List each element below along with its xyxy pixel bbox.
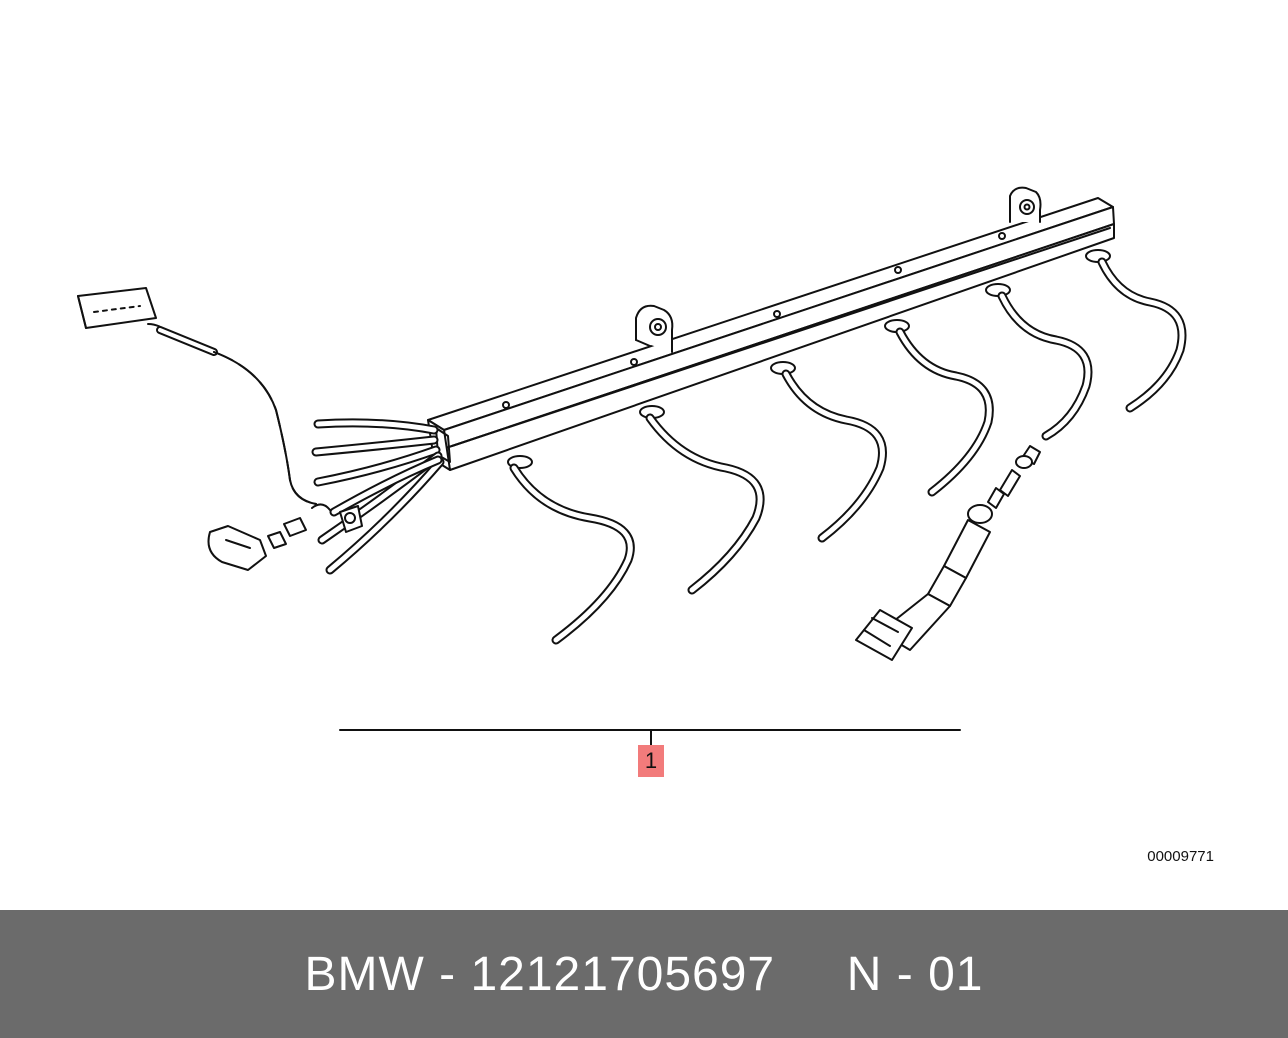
part-callout-badge[interactable]: 1 [638,745,664,777]
ignition-lead-5 [985,283,1093,441]
callout-leader [339,729,961,747]
angled-connector [207,503,363,571]
ignition-lead-6 [1085,249,1187,413]
sensor-plug [77,287,317,505]
drawing-number: 00009771 [1147,848,1214,865]
footer-bar: BMW - 12121705697 N - 01 [0,910,1288,1038]
harness-rail [427,197,1115,471]
ignition-lead-2 [639,405,765,595]
spark-plug-connector [855,445,1041,661]
ignition-lead-4 [884,319,994,497]
wiring-harness-diagram [77,186,1187,747]
ignition-lead-1 [507,455,635,645]
ignition-lead-3 [770,361,887,543]
footer-part-label: BMW - 12121705697 N - 01 [304,947,984,1001]
mounting-bracket-left [635,304,674,353]
mounting-bracket-right [1009,186,1042,223]
loose-wires [311,418,445,575]
